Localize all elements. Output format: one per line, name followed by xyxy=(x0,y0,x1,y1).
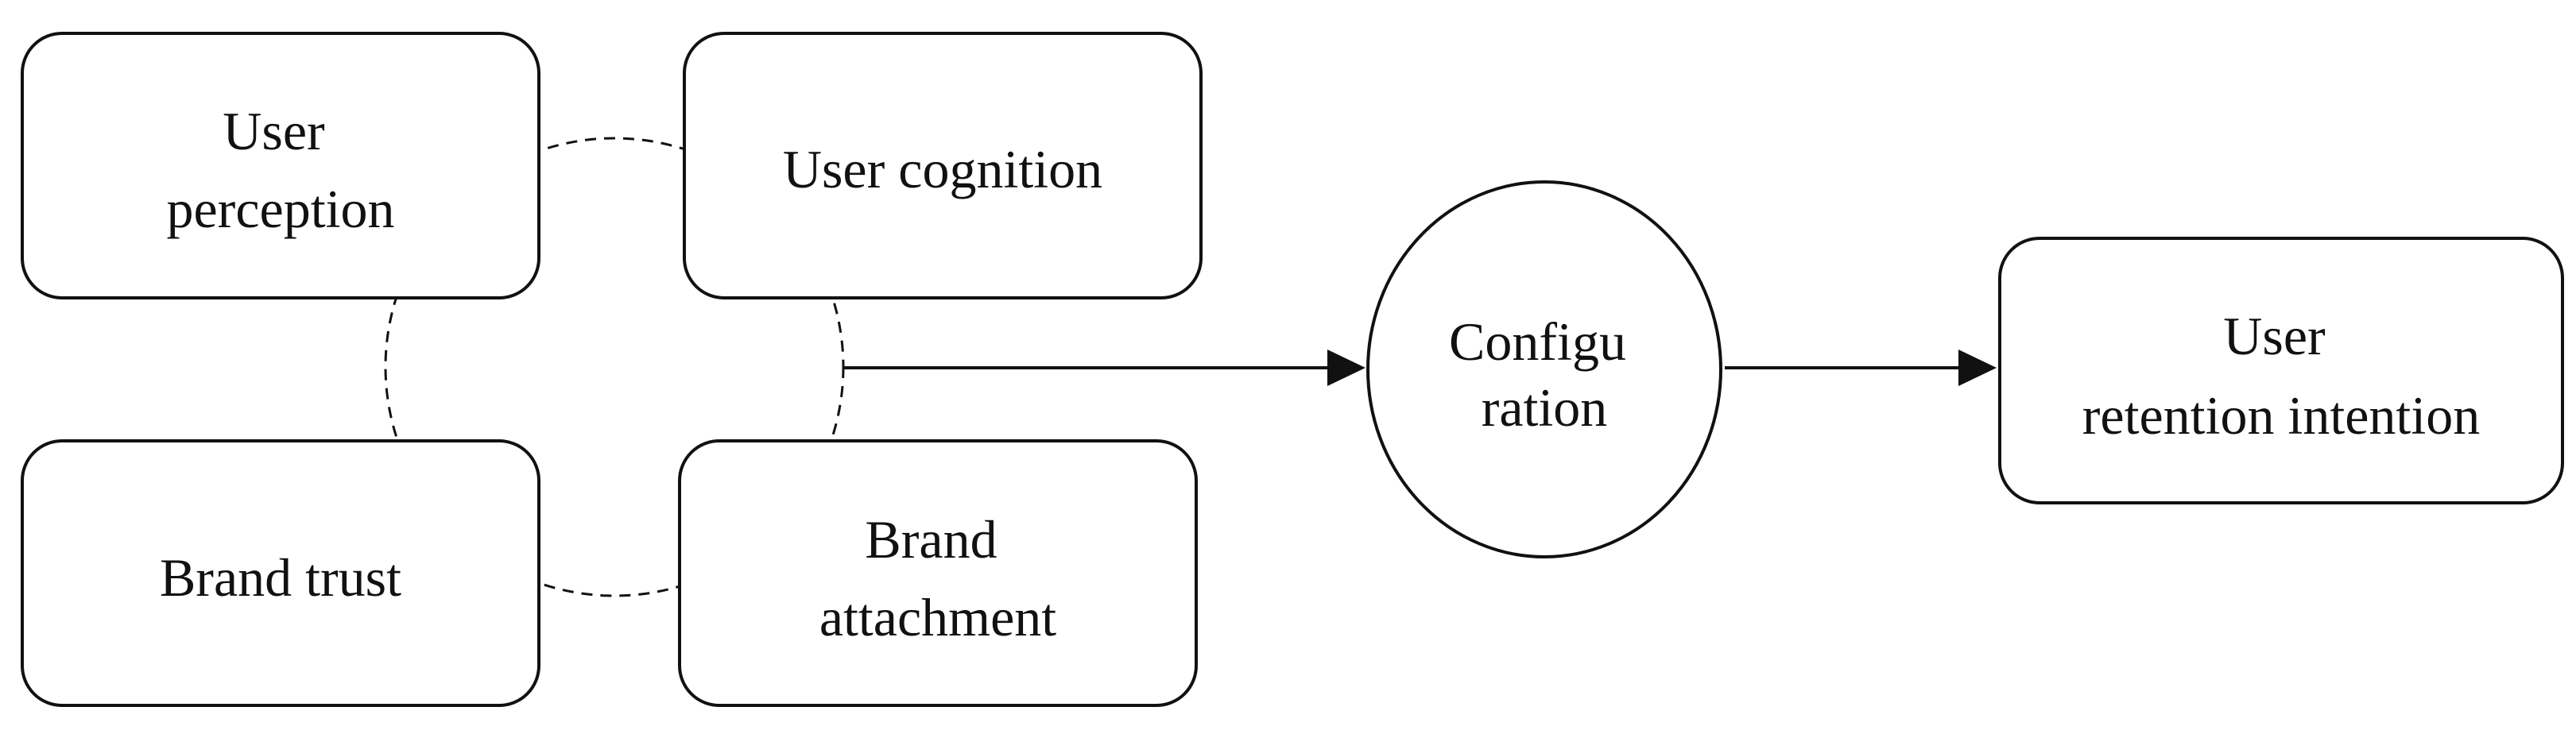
node-user-retention-intention-line2: retention intention xyxy=(2082,385,2480,446)
node-brand-trust-label: Brand trust xyxy=(160,547,401,608)
node-brand-trust-line1: Brand trust xyxy=(160,547,401,608)
node-configuration-label: Configu ration xyxy=(1449,311,1640,438)
node-configuration-line1: Configu xyxy=(1449,311,1626,372)
node-user-cognition-box xyxy=(683,32,1203,299)
node-brand-trust-box xyxy=(21,439,540,707)
node-brand-attachment-box xyxy=(678,439,1198,707)
node-configuration-line2: ration xyxy=(1482,377,1608,438)
node-user-retention-intention: User retention intention xyxy=(1998,237,2564,504)
node-brand-attachment: Brand attachment xyxy=(678,439,1198,707)
arrow-to-retention xyxy=(1725,350,1997,386)
node-user-retention-intention-box xyxy=(1998,237,2564,504)
node-user-perception-box xyxy=(21,32,540,299)
node-user-retention-intention-line1: User xyxy=(2223,306,2326,366)
arrow-to-configuration xyxy=(843,350,1365,386)
node-configuration: Configu ration xyxy=(1366,180,1722,558)
node-brand-attachment-label: Brand attachment xyxy=(819,509,1056,647)
node-user-retention-intention-label: User retention intention xyxy=(2082,306,2480,446)
node-user-cognition-line1: User cognition xyxy=(783,139,1102,199)
node-user-cognition: User cognition xyxy=(683,32,1203,299)
node-configuration-ellipse xyxy=(1366,180,1722,558)
node-user-perception-line1: User xyxy=(223,101,325,161)
node-brand-trust: Brand trust xyxy=(21,439,540,707)
node-user-perception-label: User perception xyxy=(167,101,395,239)
node-brand-attachment-line2: attachment xyxy=(819,587,1056,647)
node-brand-attachment-line1: Brand xyxy=(865,509,997,570)
node-user-perception-line2: perception xyxy=(167,179,395,239)
node-user-perception: User perception xyxy=(21,32,540,299)
node-user-cognition-label: User cognition xyxy=(783,139,1102,199)
